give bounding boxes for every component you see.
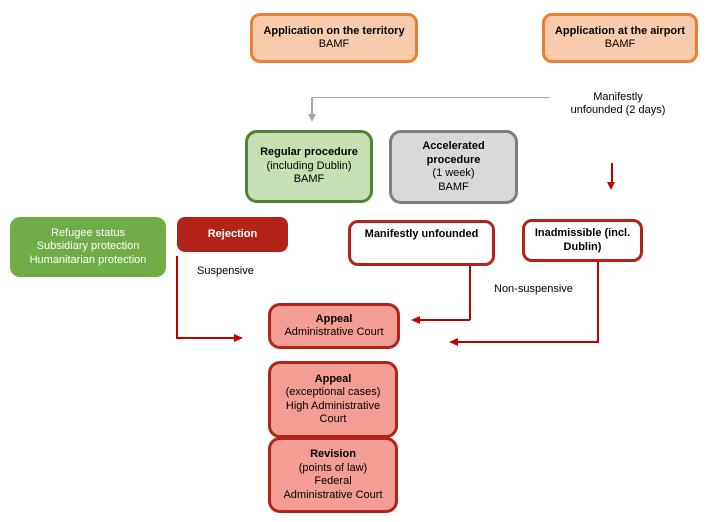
node-subtitle: BAMF [293, 173, 325, 186]
label-suspensive: Suspensive [197, 265, 254, 277]
node-title: Appeal [315, 312, 353, 325]
node-title: Appeal [314, 372, 352, 385]
node-manifestly-unfounded: Manifestly unfounded [348, 220, 495, 266]
connector-gray-horizontal [311, 96, 550, 98]
label-non-suspensive: Non-suspensive [494, 283, 573, 295]
arrowhead-left-red-icon [411, 315, 420, 324]
arrow-inadmissible-horizontal [458, 341, 599, 343]
connector-gray-vertical [311, 96, 313, 115]
arrow-manifestly-horizontal [420, 319, 470, 321]
node-title-line2: procedure [426, 153, 481, 166]
node-title: Application at the airport [554, 24, 686, 37]
arrowhead-left-red-icon [449, 337, 458, 346]
arrowhead-right-red-icon [234, 333, 243, 342]
arrow-manifestly-vertical [468, 266, 471, 320]
arrow-inadmissible-vertical [597, 262, 599, 343]
node-regular-procedure: Regular procedure (including Dublin) BAM… [245, 130, 373, 203]
arrow-airport-to-inadmissible-line [610, 163, 613, 183]
node-title: Accelerated [422, 140, 485, 152]
node-detail: (including Dublin) [266, 159, 352, 172]
arrowhead-down-red-icon [607, 182, 615, 190]
node-accelerated-procedure: Accelerated procedure (1 week) BAMF [389, 130, 518, 204]
node-inadmissible: Inadmissible (incl. Dublin) [522, 219, 643, 262]
node-title: Revision [310, 448, 356, 460]
node-revision-federal-administrative-court: Revision (points of law) Federal Adminis… [268, 437, 398, 513]
node-protection-outcomes: Refugee status Subsidiary protection Hum… [10, 217, 166, 277]
node-appeal-high-administrative-court: Appeal (exceptional cases) High Administ… [268, 361, 398, 438]
node-title: Application on the territory [263, 24, 405, 37]
label-manifestly-unfounded-2days: Manifestly unfounded (2 days) [570, 91, 666, 116]
arrow-rejection-horizontal [176, 337, 235, 339]
node-appeal-administrative-court: Appeal Administrative Court [268, 303, 400, 349]
arrowhead-down-gray-icon [307, 114, 316, 122]
node-subtitle: BAMF [318, 38, 350, 50]
arrow-rejection-vertical [176, 256, 178, 338]
node-application-airport: Application at the airport BAMF [542, 13, 698, 63]
node-rejection: Rejection [177, 217, 288, 252]
node-subtitle: BAMF [604, 38, 636, 50]
node-application-territory: Application on the territory BAMF [250, 13, 418, 63]
node-subtitle: BAMF [438, 180, 469, 193]
node-title: Regular procedure [260, 146, 358, 159]
node-detail: (1 week) [432, 167, 475, 179]
